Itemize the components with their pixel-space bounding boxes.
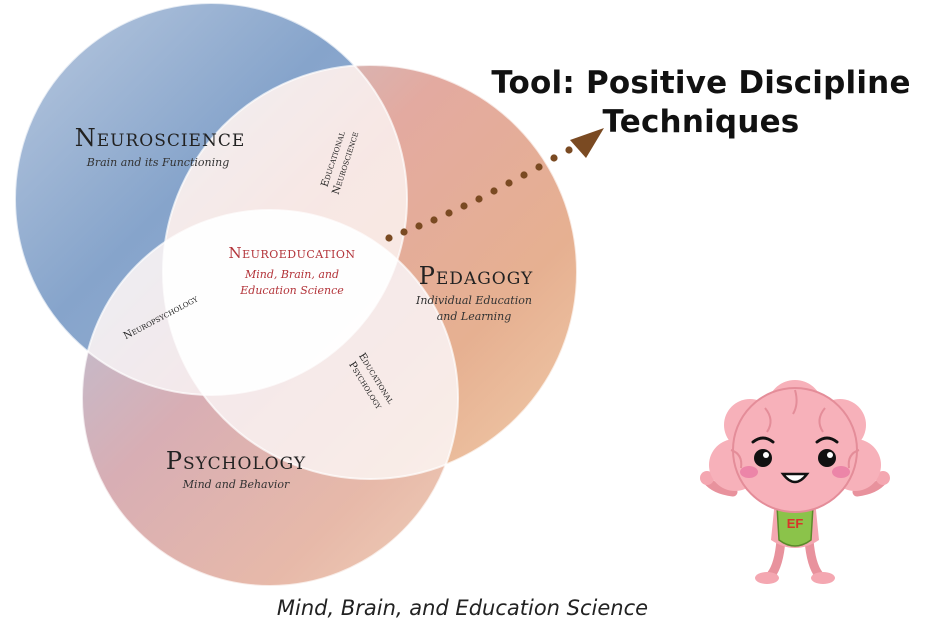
tool-title: Tool: Positive Discipline Techniques [486,64,916,142]
arrowhead-icon [570,128,604,158]
neuroeducation-subtitle-line1: Mind, Brain, and [244,268,339,281]
neuroeducation-subtitle-line2: Education Science [239,284,344,297]
tool-title-line1: Tool: Positive Discipline [491,65,911,101]
neuroscience-subtitle: Brain and its Functioning [86,156,230,169]
caption: Mind, Brain, and Education Science [276,596,649,620]
tool-title-line2: Techniques [602,104,800,140]
brain-mascot-icon: EF [700,380,890,584]
psychology-subtitle: Mind and Behavior [182,478,290,491]
pedagogy-title: Pedagogy [419,262,534,290]
psychology-title: Psychology [166,447,306,475]
ef-badge: EF [787,516,804,531]
pedagogy-subtitle-line2: and Learning [437,310,512,323]
neuroscience-title: Neuroscience [75,124,246,152]
dotted-arrow [385,128,604,242]
pedagogy-subtitle-line1: Individual Education [415,294,532,307]
neuroeducation-title: Neuroeducation [229,244,356,262]
overlap-pedagogy-psychology [163,210,458,479]
